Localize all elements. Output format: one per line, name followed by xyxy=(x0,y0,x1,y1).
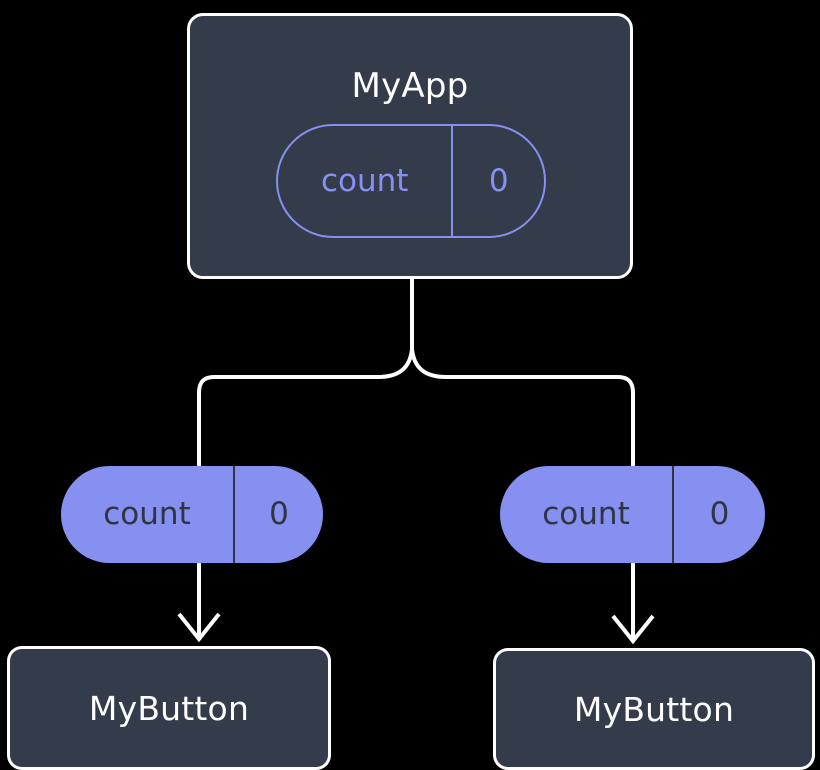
prop-pill-value-right: 0 xyxy=(672,466,765,563)
prop-pill-key-left: count xyxy=(103,496,191,532)
component-card-mybutton-left[interactable]: MyButton xyxy=(7,646,331,770)
state-pill-value: 0 xyxy=(451,126,544,236)
prop-pill-value-left: 0 xyxy=(233,466,323,563)
component-card-mybutton-right[interactable]: MyButton xyxy=(493,648,815,770)
arrow-head-left-icon xyxy=(177,612,221,643)
component-label-mybutton-right: MyButton xyxy=(573,689,735,729)
connector-branch-left xyxy=(197,348,414,470)
connector-branch-right xyxy=(410,348,635,470)
arrow-head-right-icon xyxy=(611,614,655,645)
prop-pill-count-left[interactable]: count 0 xyxy=(61,466,323,563)
component-label-myapp: MyApp xyxy=(351,66,469,106)
prop-pill-key-right: count xyxy=(542,496,630,532)
prop-pill-count-right[interactable]: count 0 xyxy=(500,466,765,563)
component-label-mybutton-left: MyButton xyxy=(88,688,250,728)
state-pill-key: count xyxy=(320,162,409,199)
state-pill-count[interactable]: count 0 xyxy=(276,124,546,238)
